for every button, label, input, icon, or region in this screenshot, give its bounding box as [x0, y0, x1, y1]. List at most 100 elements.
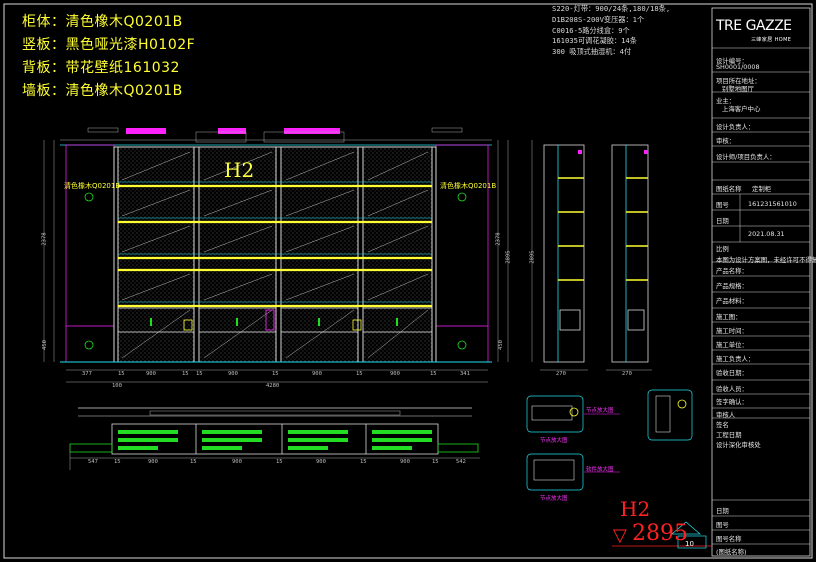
legend-vertical-panel: 竖板：黑色哑光漆H0102F: [22, 37, 196, 53]
tb-text: 签名: [716, 421, 729, 429]
dim-text: 377: [82, 371, 92, 377]
callout-label: 节点放大图: [540, 438, 568, 444]
tb-text: 设计师/项目负责人：: [716, 153, 776, 161]
tb-text: 施工图：: [716, 313, 742, 321]
material-notes: S220-灯带：900/24条,180/18条, D1B208S-200V变压器…: [552, 4, 670, 58]
wall-panel-left: [65, 144, 115, 363]
dim-text: 900: [232, 459, 242, 465]
dim-text: 900: [148, 459, 158, 465]
tb-text: 图号: [716, 201, 729, 209]
title-block: [711, 7, 811, 557]
dim-text: 900: [228, 371, 238, 377]
tb-text: 设计负责人：: [716, 123, 755, 131]
dim-text: 15: [118, 371, 125, 377]
dim-text: 542: [456, 459, 466, 465]
dim-height: 2895: [529, 250, 536, 264]
tb-text: 日期: [716, 507, 729, 515]
dim-text: 100: [112, 383, 122, 389]
dim-height: 2378: [495, 232, 502, 246]
tb-text: 施工负责人：: [716, 355, 755, 363]
dim-text: 270: [556, 371, 566, 377]
note-line: 161035可调花凝胶：14条: [552, 36, 637, 46]
tb-text: 产品材料：: [716, 297, 748, 305]
tb-text: 验收人员：: [716, 385, 748, 393]
sheet-number: 10: [685, 540, 694, 548]
top-light-block: [284, 128, 340, 134]
note-line: C0016-5路分线盒：9个: [552, 25, 630, 35]
cabinet-body: [113, 146, 437, 363]
tb-text: 161231561010: [748, 200, 797, 208]
tb-text: 比例: [716, 245, 729, 253]
tb-text: 施工单位：: [716, 341, 748, 349]
note-line: 300 吸顶式抽湿机：4付: [552, 47, 632, 57]
tb-text: 设计深化审核处: [716, 441, 761, 449]
brand-sub: 三峰家居 HOME: [751, 37, 792, 43]
tb-text: 日期: [716, 217, 729, 225]
tb-text: 设计编号：: [716, 57, 748, 65]
dim-text: 15: [432, 459, 439, 465]
tb-text: 验收日期：: [716, 369, 748, 377]
tb-text: 业主：: [716, 97, 736, 105]
wall-label-left: 清色橡木Q0201B: [64, 182, 121, 190]
dim-text: 547: [88, 459, 98, 465]
dim-height: 2895: [505, 250, 512, 264]
tb-text: SH0001/0008: [716, 63, 760, 71]
level-tag: H2: [620, 497, 651, 521]
dim-text: 15: [360, 459, 367, 465]
dim-height: 450: [497, 340, 504, 350]
dim-text: 15: [182, 371, 189, 377]
dim-text: 15: [276, 459, 283, 465]
callout-label: 节点放大图: [586, 408, 614, 414]
dim-text: 270: [622, 371, 632, 377]
side-section-1: [543, 144, 585, 363]
tb-text: 产品规格：: [716, 282, 748, 290]
dim-text: 900: [390, 371, 400, 377]
dim-text: 15: [114, 459, 121, 465]
legend-wall-panel: 墙板：清色橡木Q0201B: [22, 83, 183, 99]
tb-text: 施工时间：: [716, 327, 748, 335]
level-triangle-icon: ▽: [613, 525, 627, 546]
plan-body: [111, 423, 439, 455]
dim-text: 900: [146, 371, 156, 377]
brand-logo: TRE GAZZE: [716, 18, 792, 34]
note-line: D1B208S-200V变压器：1个: [552, 14, 645, 24]
dim-text: 15: [272, 371, 279, 377]
wall-panel-right: [435, 144, 489, 363]
tb-text: 2021.08.31: [748, 230, 785, 238]
wall-label-right: 清色橡木Q0201B: [440, 182, 497, 190]
dim-height: 2378: [41, 232, 48, 246]
tb-text: 签字确认：: [716, 398, 748, 406]
dim-text: 15: [190, 459, 197, 465]
legend-back-panel: 背板：带花壁纸161032: [22, 60, 180, 76]
tb-text: 别墅地图厅: [722, 85, 754, 93]
level-value: 2895: [632, 521, 688, 546]
dim-text: 341: [460, 371, 470, 377]
tb-text: 审核：: [716, 137, 736, 145]
dim-text: 15: [196, 371, 203, 377]
note-line: S220-灯带：900/24条,180/18条,: [552, 4, 671, 13]
tb-text: 上海客户中心: [722, 105, 761, 113]
top-light-block: [218, 128, 246, 134]
top-light-block: [126, 128, 166, 134]
dim-text: 900: [400, 459, 410, 465]
dim-text: 900: [316, 459, 326, 465]
callout-label: 软件放大图: [586, 467, 614, 473]
elevation-tag: H2: [224, 158, 255, 182]
legend-cabinet: 柜体：清色橡木Q0201B: [22, 14, 183, 30]
dim-overall: 4280: [266, 383, 280, 389]
tb-text: 审核人: [716, 411, 736, 419]
tb-text: (图纸名称): [716, 548, 747, 556]
tb-text: 工程日期: [716, 431, 742, 439]
callout-label: 节点放大图: [540, 496, 568, 502]
tb-text: 图号名称: [716, 535, 742, 543]
tb-text: 定制柜: [752, 185, 772, 193]
drawing-frame: [3, 3, 813, 559]
side-section-2: [611, 144, 649, 363]
dim-text: 900: [312, 371, 322, 377]
tb-text: 产品名称：: [716, 267, 748, 275]
dim-text: 15: [430, 371, 437, 377]
dim-text: 15: [356, 371, 363, 377]
tb-text: 图纸名称: [716, 185, 742, 193]
